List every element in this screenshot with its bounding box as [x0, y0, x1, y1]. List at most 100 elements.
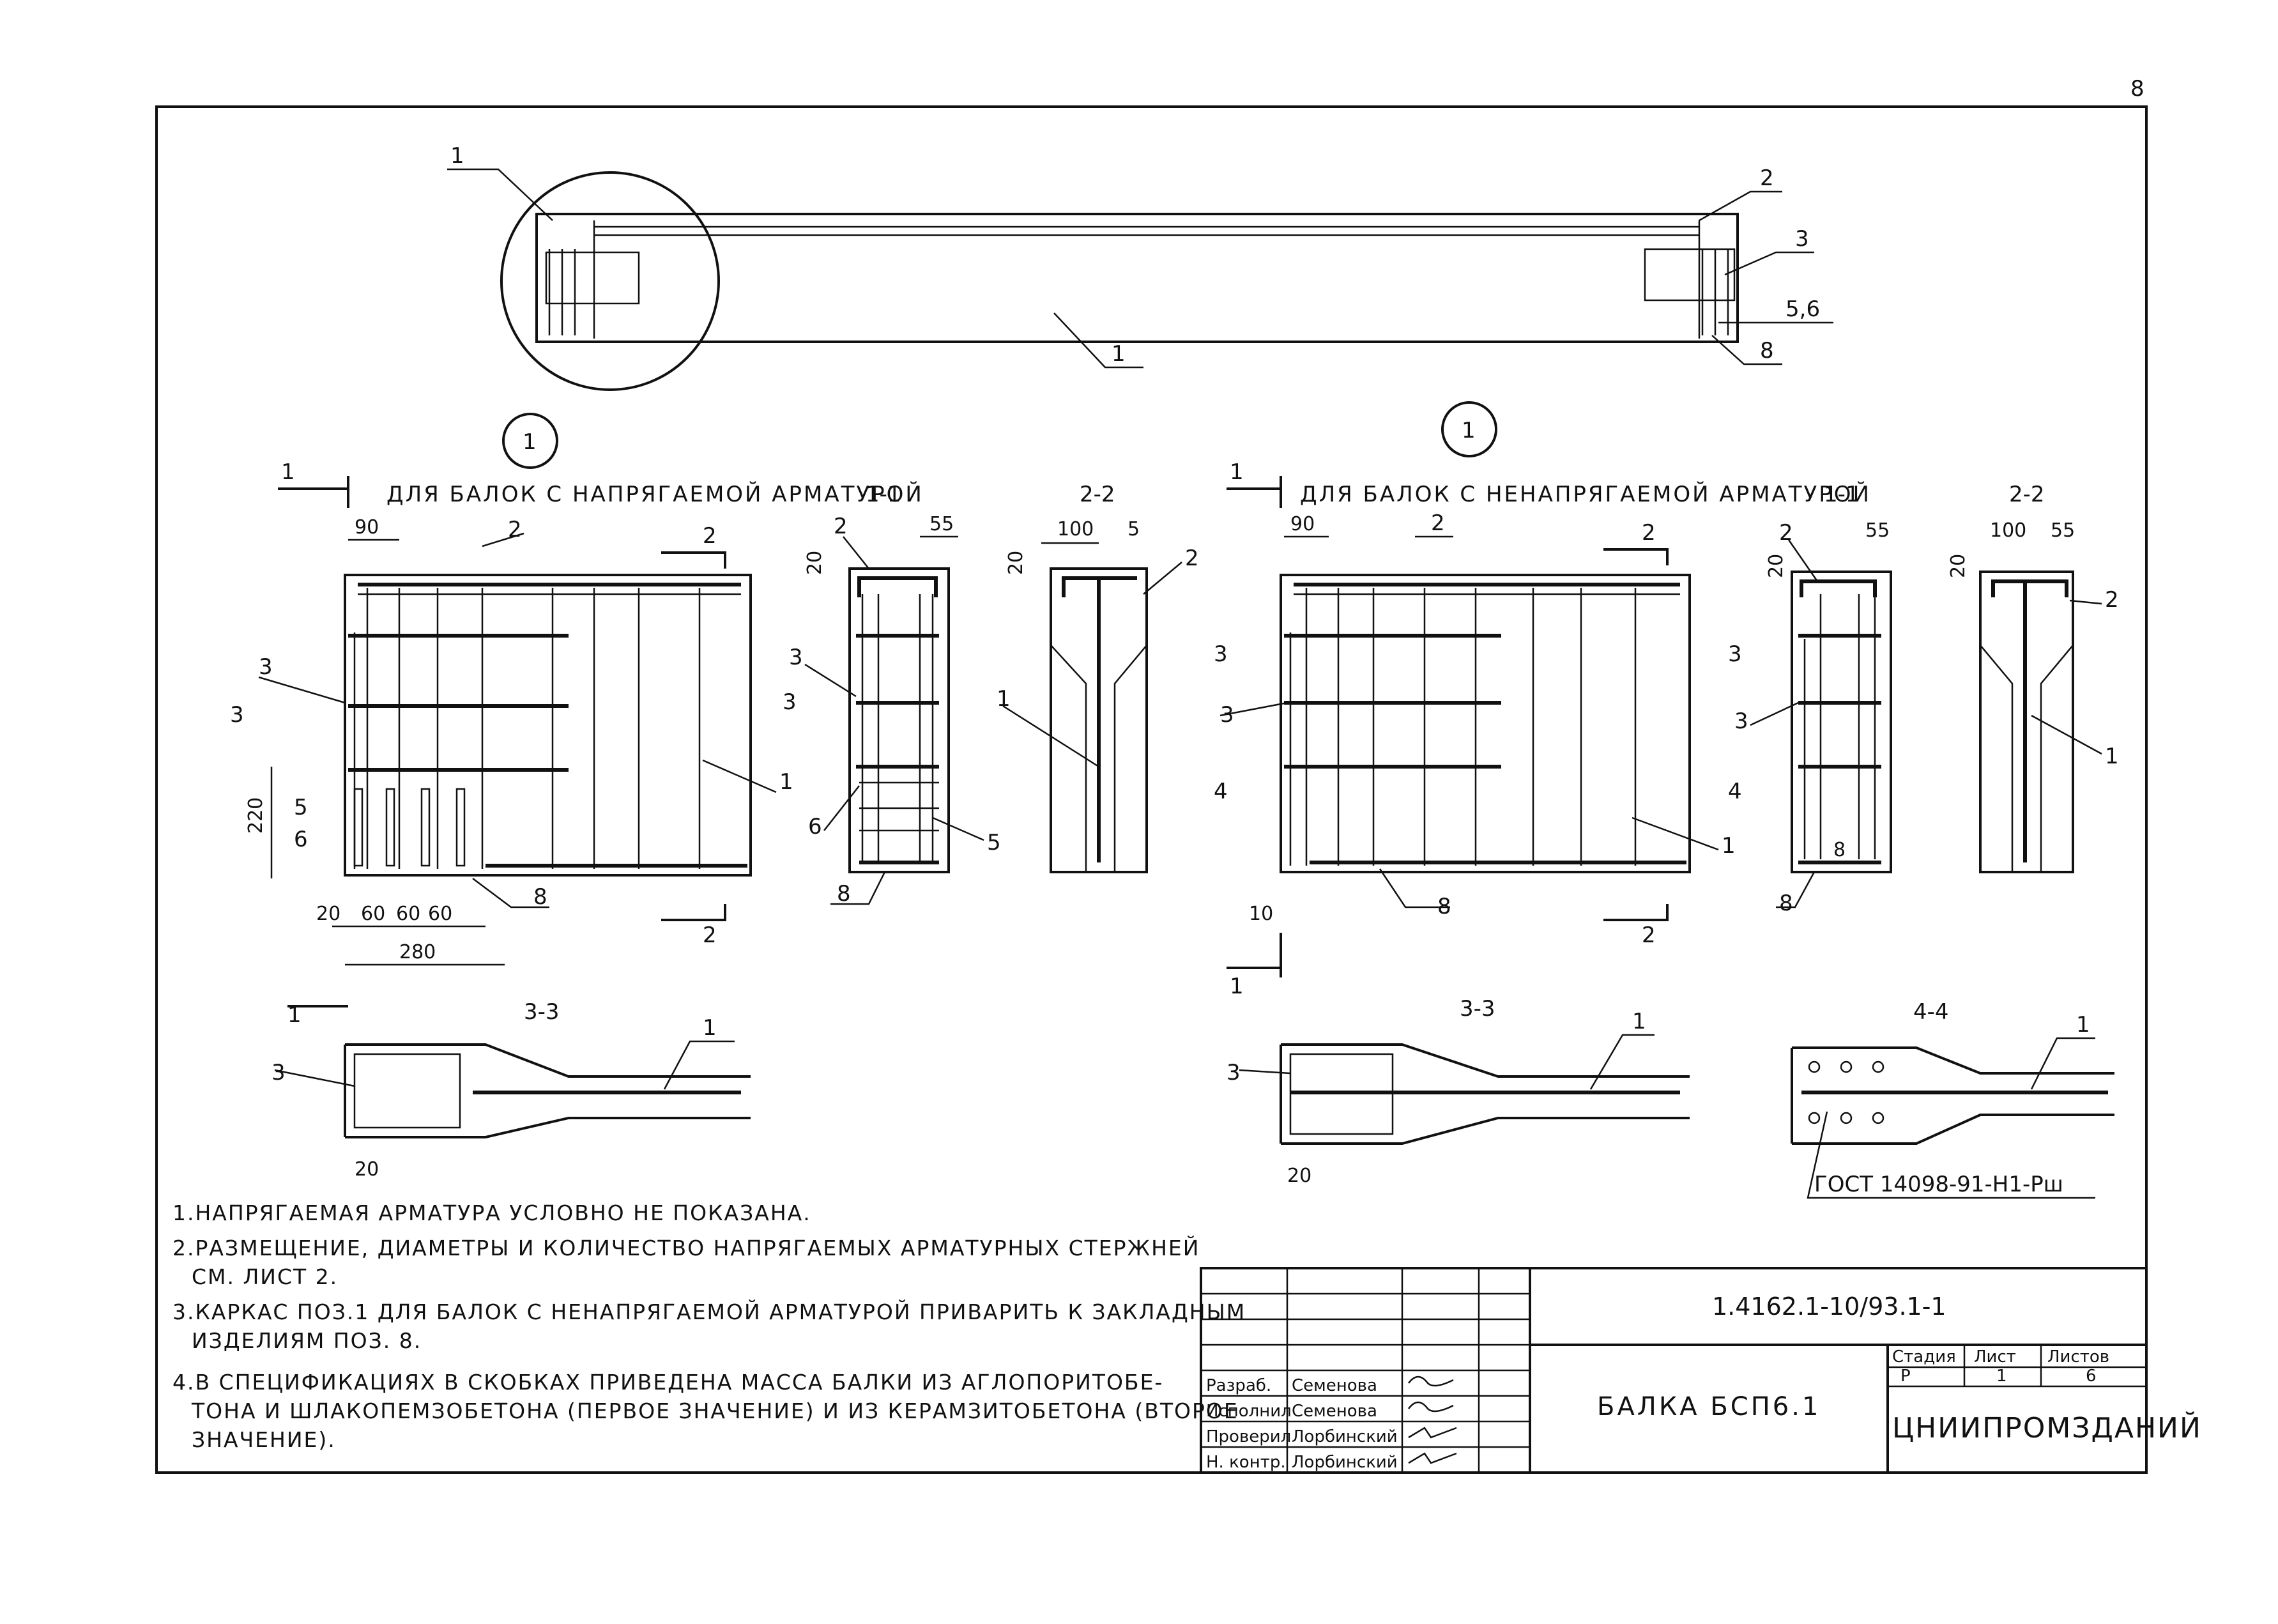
dim-left-60c: 60	[428, 903, 452, 925]
right-s22-dim-20: 20	[1947, 554, 1969, 578]
right-section-4-4: 4-4 1 ГОСТ 14098-91-Н1-Рш	[1791, 999, 2114, 1199]
signature-1	[1408, 1375, 1454, 1387]
left-section-2-2: 2-2 100 5 20 2 1	[997, 482, 1199, 873]
dim-left-20: 20	[316, 903, 340, 925]
left-label-2: 2	[508, 517, 522, 542]
signature-3	[1408, 1427, 1457, 1439]
page-number: 8	[2130, 76, 2144, 102]
right-s44-label-1: 1	[2076, 1012, 2090, 1038]
left-cut-2-top: 2	[703, 523, 717, 549]
detail-marker-left-label: 1	[523, 429, 537, 455]
left-label-6: 6	[294, 827, 308, 852]
right-section-2-2: 2-2 100 55 20 2 1	[1947, 482, 2119, 873]
right-label-3: 3	[1220, 702, 1234, 728]
label-pos-2: 2	[1760, 165, 1774, 191]
tb-stage-header: Стадия	[1892, 1347, 1956, 1367]
left-label-3: 3	[259, 654, 273, 680]
dim-right-10: 10	[1249, 903, 1273, 925]
note-4: 4.В СПЕЦИФИКАЦИЯХ В СКОБКАХ ПРИВЕДЕНА МА…	[172, 1370, 1163, 1395]
tb-sheets: 6	[2086, 1367, 2097, 1386]
label-pos-8: 8	[1760, 338, 1774, 364]
left-label-5: 5	[294, 795, 308, 820]
left-s11-dim-55: 55	[929, 513, 954, 535]
note-2: 2.РАЗМЕЩЕНИЕ, ДИАМЕТРЫ И КОЛИЧЕСТВО НАПР…	[172, 1235, 1200, 1260]
right-section-2-2-title: 2-2	[2009, 482, 2045, 507]
right-s11-mark-8: 8	[1833, 839, 1846, 861]
detail-marker-left	[502, 413, 558, 469]
right-cut-3-left: 3	[1214, 641, 1228, 667]
tb-sheets-header: Листов	[2047, 1347, 2109, 1367]
tb-name-executor: Семенова	[1292, 1402, 1377, 1421]
right-s33-label-3: 3	[1227, 1060, 1241, 1085]
right-s11-label-2: 2	[1779, 520, 1793, 546]
right-label-8: 8	[1437, 894, 1451, 919]
tb-sheet: 1	[1996, 1367, 2007, 1386]
left-section-1-1: 1-1 55 20 2 3 6 5 8	[789, 482, 1001, 907]
tb-doc-code: 1.4162.1-10/93.1-1	[1712, 1292, 1946, 1321]
dim-left-220: 220	[245, 797, 267, 834]
left-section-2-2-title: 2-2	[1080, 482, 1115, 507]
right-label-2: 2	[1431, 510, 1445, 536]
note-3: 3.КАРКАС ПОЗ.1 ДЛЯ БАЛОК С НЕНАПРЯГАЕМОЙ…	[172, 1299, 1246, 1324]
tb-sheet-header: Лист	[1974, 1347, 2016, 1367]
detail-circle	[500, 171, 720, 391]
cut-1-bottom-right: 1	[1230, 974, 1244, 999]
left-s11-label-2: 2	[834, 514, 848, 539]
tb-name-developer: Семенова	[1292, 1376, 1377, 1395]
right-section-1-1: 1-1 55 20 2 3 8 8	[1734, 482, 1892, 916]
cut-1-bottom-left: 1	[287, 1002, 302, 1028]
right-s11-label-3: 3	[1734, 709, 1748, 734]
tb-organization: ЦНИИПРОМЗДАНИЙ	[1892, 1411, 2202, 1444]
left-label-8: 8	[533, 884, 547, 910]
right-label-1: 1	[1722, 833, 1736, 859]
right-cut-4-right: 4	[1728, 779, 1742, 804]
left-section-3-3-title: 3-3	[524, 999, 560, 1025]
tb-name-norm-control: Лорбинский	[1292, 1453, 1398, 1472]
left-s11-dim-20: 20	[804, 551, 826, 575]
label-pos-5-6: 5,6	[1785, 296, 1820, 322]
signature-4	[1408, 1452, 1457, 1464]
left-cut-3: 3	[230, 702, 244, 728]
left-s22-dim-100: 100	[1057, 518, 1094, 540]
right-s22-label-2: 2	[2105, 587, 2119, 613]
dim-left-60a: 60	[361, 903, 385, 925]
note-1: 1.НАПРЯГАЕМАЯ АРМАТУРА УСЛОВНО НЕ ПОКАЗА…	[172, 1200, 811, 1225]
left-s33-label-1: 1	[703, 1015, 717, 1041]
note-2-cont: СМ. ЛИСТ 2.	[192, 1264, 338, 1289]
tb-role-developer: Разраб.	[1206, 1376, 1271, 1395]
right-detail: ДЛЯ БАЛОК С НЕНАПРЯГАЕМОЙ АРМАТУРОЙ 1 90…	[1214, 459, 1869, 999]
left-s22-label-1: 1	[997, 686, 1011, 712]
right-s11-dim-20: 20	[1765, 554, 1787, 578]
right-cut-2-top: 2	[1642, 520, 1656, 546]
right-s22-dim-100: 100	[1990, 519, 2026, 542]
dim-left-280: 280	[399, 941, 436, 963]
left-detail-caption: ДЛЯ БАЛОК С НАПРЯГАЕМОЙ АРМАТУРОЙ	[386, 481, 924, 507]
left-s33-label-3: 3	[271, 1060, 286, 1085]
title-block: Разраб. Семенова Исполнил Семенова Прове…	[1200, 1267, 2202, 1474]
cut-1-top-right: 1	[1230, 459, 1244, 485]
sheet-frame	[155, 105, 2148, 1474]
left-section-3-3: 3-3 3 1 20 1	[271, 999, 751, 1181]
detail-marker-right-label: 1	[1462, 418, 1476, 443]
left-s11-label-3: 3	[789, 645, 803, 670]
tb-name-checker: Лорбинский	[1292, 1427, 1398, 1446]
tb-role-checker: Проверил	[1206, 1427, 1291, 1446]
signature-2	[1408, 1401, 1454, 1413]
detail-marker-right	[1441, 401, 1497, 457]
left-s22-dim-5: 5	[1128, 518, 1140, 540]
right-s22-label-1: 1	[2105, 744, 2119, 769]
tb-title: БАЛКА БСП6.1	[1597, 1392, 1821, 1421]
right-s11-dim-55: 55	[1865, 519, 1890, 542]
beam-elevation: 1 2 3 5,6 8 1	[447, 143, 1833, 391]
left-cut-3-right: 3	[783, 689, 797, 715]
right-section-1-1-title: 1-1	[1824, 482, 1860, 507]
label-pos-1: 1	[450, 143, 464, 169]
label-pos-1-bottom: 1	[1112, 341, 1126, 367]
left-s11-label-8: 8	[837, 881, 851, 907]
cut-1-top-left: 1	[281, 459, 295, 485]
note-4-cont: ТОНА И ШЛАКОПЕМЗОБЕТОНА (ПЕРВОЕ ЗНАЧЕНИЕ…	[191, 1398, 1239, 1423]
left-s11-label-5: 5	[987, 830, 1001, 855]
right-s22-dim-55: 55	[2051, 519, 2075, 542]
right-section-3-3-title: 3-3	[1460, 996, 1495, 1022]
left-label-1: 1	[779, 769, 793, 795]
